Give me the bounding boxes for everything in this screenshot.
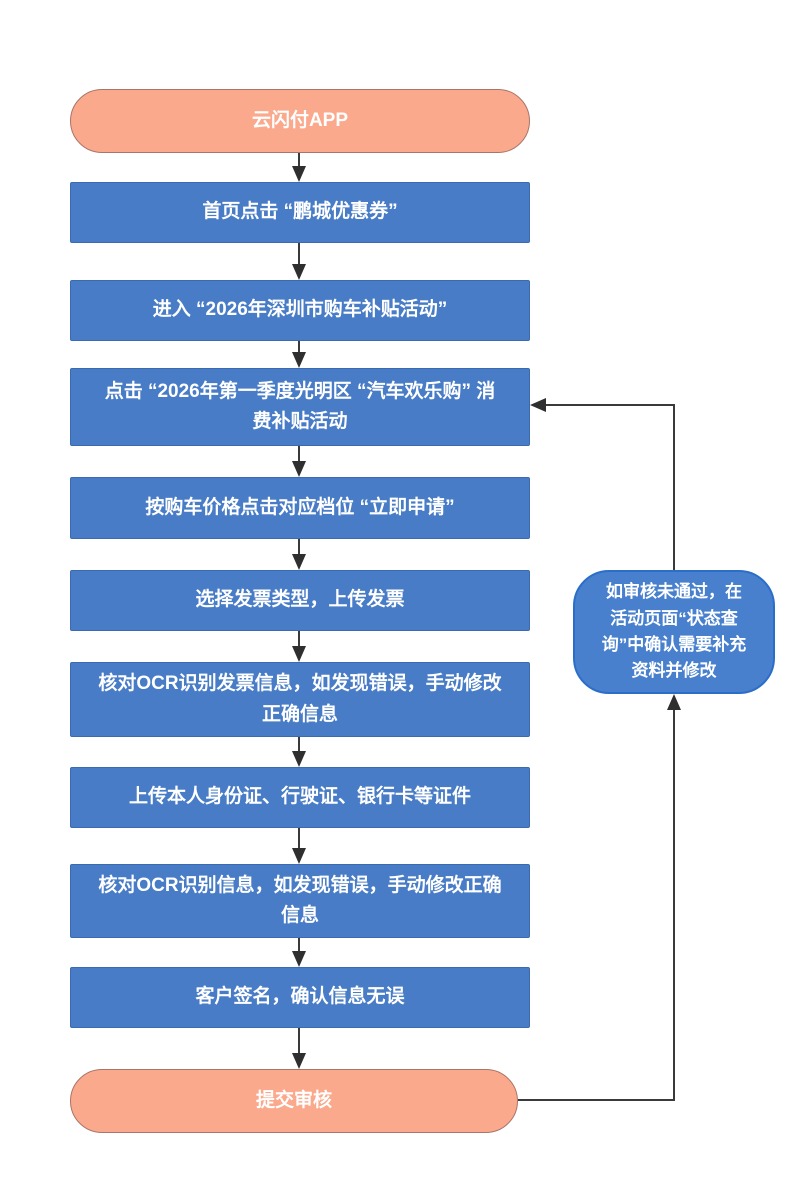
- process-node-label: 核对OCR识别发票信息，如发现错误，手动修改正确信息: [98, 673, 502, 725]
- connector-line: [298, 539, 300, 554]
- start-node-label: 云闪付APP: [251, 109, 349, 131]
- process-node-customer-signature: 客户签名，确认信息无误: [70, 967, 530, 1028]
- process-node-home-coupon: 首页点击 “鹏城优惠券”: [70, 182, 530, 243]
- feedback-line-right-lower: [673, 710, 675, 1101]
- feedback-node-label: 如审核未通过，在活动页面“状态查询”中确认需要补充资料并修改: [601, 582, 747, 681]
- end-node-label: 提交审核: [255, 1089, 332, 1111]
- arrow-down-icon: [292, 646, 306, 662]
- feedback-line-top: [546, 404, 675, 406]
- process-node-apply-by-price: 按购车价格点击对应档位 “立即申请”: [70, 477, 530, 539]
- process-node-verify-invoice-ocr: 核对OCR识别发票信息，如发现错误，手动修改正确信息: [70, 662, 530, 737]
- process-node-label: 进入 “2026年深圳市购车补贴活动”: [152, 299, 448, 321]
- arrow-down-icon: [292, 461, 306, 477]
- process-node-label: 点击 “2026年第一季度光明区 “汽车欢乐购” 消费补贴活动: [104, 380, 496, 432]
- process-node-enter-activity: 进入 “2026年深圳市购车补贴活动”: [70, 280, 530, 341]
- process-node-verify-ocr-info: 核对OCR识别信息，如发现错误，手动修改正确信息: [70, 864, 530, 938]
- connector-line: [298, 631, 300, 646]
- process-node-label: 首页点击 “鹏城优惠券”: [202, 201, 398, 223]
- arrow-down-icon: [292, 352, 306, 368]
- process-node-click-subsidy-activity: 点击 “2026年第一季度光明区 “汽车欢乐购” 消费补贴活动: [70, 368, 530, 446]
- feedback-node: 如审核未通过，在活动页面“状态查询”中确认需要补充资料并修改: [573, 570, 775, 694]
- arrow-down-icon: [292, 264, 306, 280]
- arrow-down-icon: [292, 1053, 306, 1069]
- connector-line: [298, 1028, 300, 1053]
- process-node-label: 客户签名，确认信息无误: [195, 986, 405, 1008]
- process-node-label: 上传本人身份证、行驶证、银行卡等证件: [128, 786, 471, 808]
- connector-line: [298, 938, 300, 951]
- process-node-label: 按购车价格点击对应档位 “立即申请”: [145, 496, 455, 518]
- process-node-upload-invoice: 选择发票类型，上传发票: [70, 570, 530, 631]
- process-node-label: 核对OCR识别信息，如发现错误，手动修改正确信息: [98, 874, 502, 926]
- arrow-down-icon: [292, 751, 306, 767]
- arrow-down-icon: [292, 848, 306, 864]
- connector-line: [298, 737, 300, 751]
- connector-line: [298, 446, 300, 461]
- connector-line: [298, 153, 300, 166]
- process-node-upload-documents: 上传本人身份证、行驶证、银行卡等证件: [70, 767, 530, 828]
- end-terminal-node: 提交审核: [70, 1069, 518, 1133]
- arrow-up-icon: [667, 694, 681, 710]
- connector-line: [298, 828, 300, 848]
- feedback-line-bottom: [518, 1099, 675, 1101]
- start-terminal-node: 云闪付APP: [70, 89, 530, 153]
- connector-line: [298, 341, 300, 352]
- arrow-down-icon: [292, 951, 306, 967]
- arrow-left-icon: [530, 398, 546, 412]
- arrow-down-icon: [292, 166, 306, 182]
- process-node-label: 选择发票类型，上传发票: [195, 589, 405, 611]
- arrow-down-icon: [292, 554, 306, 570]
- connector-line: [298, 243, 300, 264]
- feedback-line-right-upper: [673, 404, 675, 570]
